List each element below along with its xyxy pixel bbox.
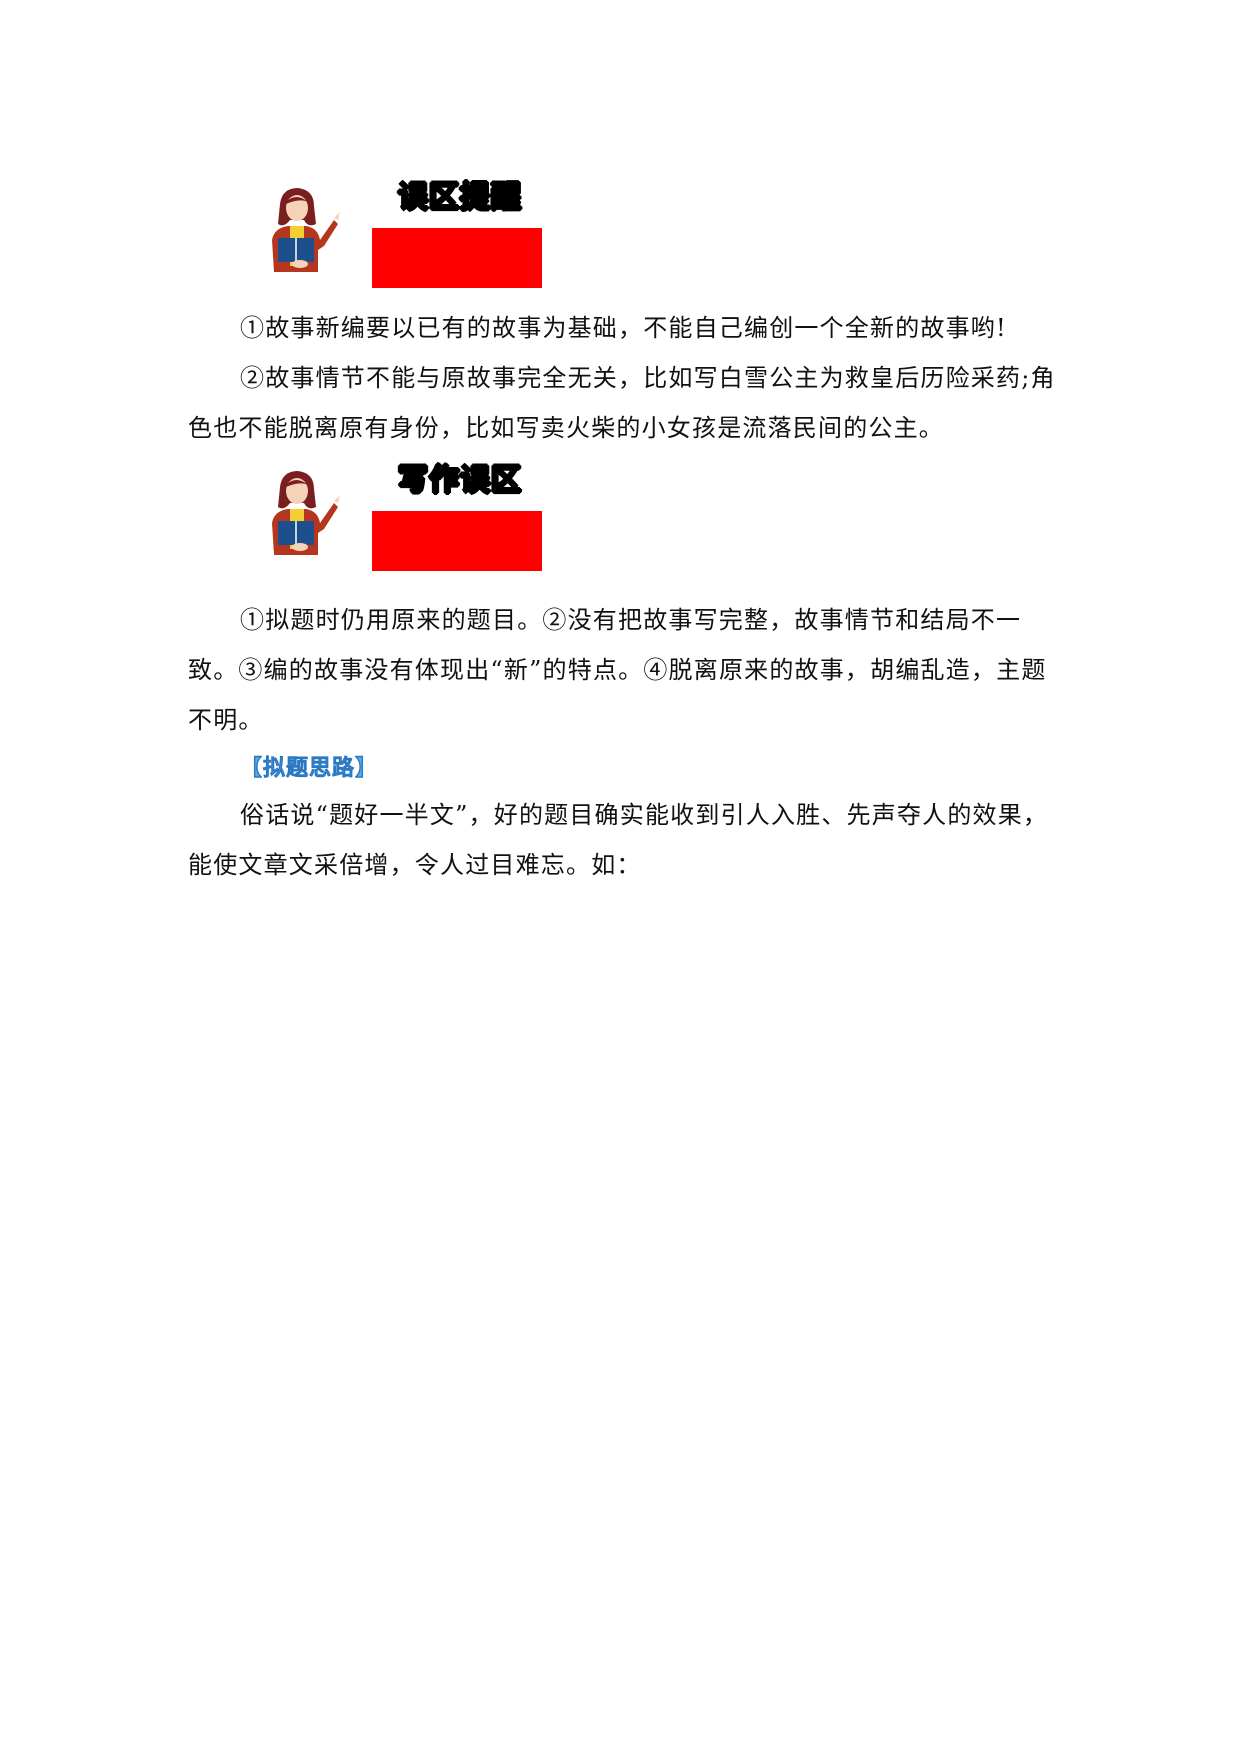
paragraph: ①故事新编要以已有的故事为基础，不能自己编创一个全新的故事哟!: [240, 314, 1007, 342]
teacher-with-book-icon: [272, 188, 340, 272]
banner-writing-mistakes: 写作误区: [260, 455, 560, 575]
banner-mistake-reminder: 误区提醒: [260, 172, 560, 292]
red-label-box: [372, 228, 542, 288]
paragraph: ①拟题时仍用原来的题目。②没有把故事写完整，故事情节和结局不一致。③编的故事没有…: [188, 606, 1047, 734]
section-title: 【拟题思路】: [240, 756, 379, 782]
banner-title: 写作误区: [397, 462, 522, 499]
banner-title: 误区提醒: [397, 179, 522, 216]
red-label-box: [372, 511, 542, 571]
teacher-with-book-icon: [272, 471, 340, 555]
paragraph: ②故事情节不能与原故事完全无关，比如写白雪公主为救皇后历险采药;角色也不能脱离原…: [188, 364, 1056, 442]
paragraph: 俗话说“题好一半文”，好的题目确实能收到引人入胜、先声夺人的效果，能使文章文采倍…: [188, 801, 1049, 879]
